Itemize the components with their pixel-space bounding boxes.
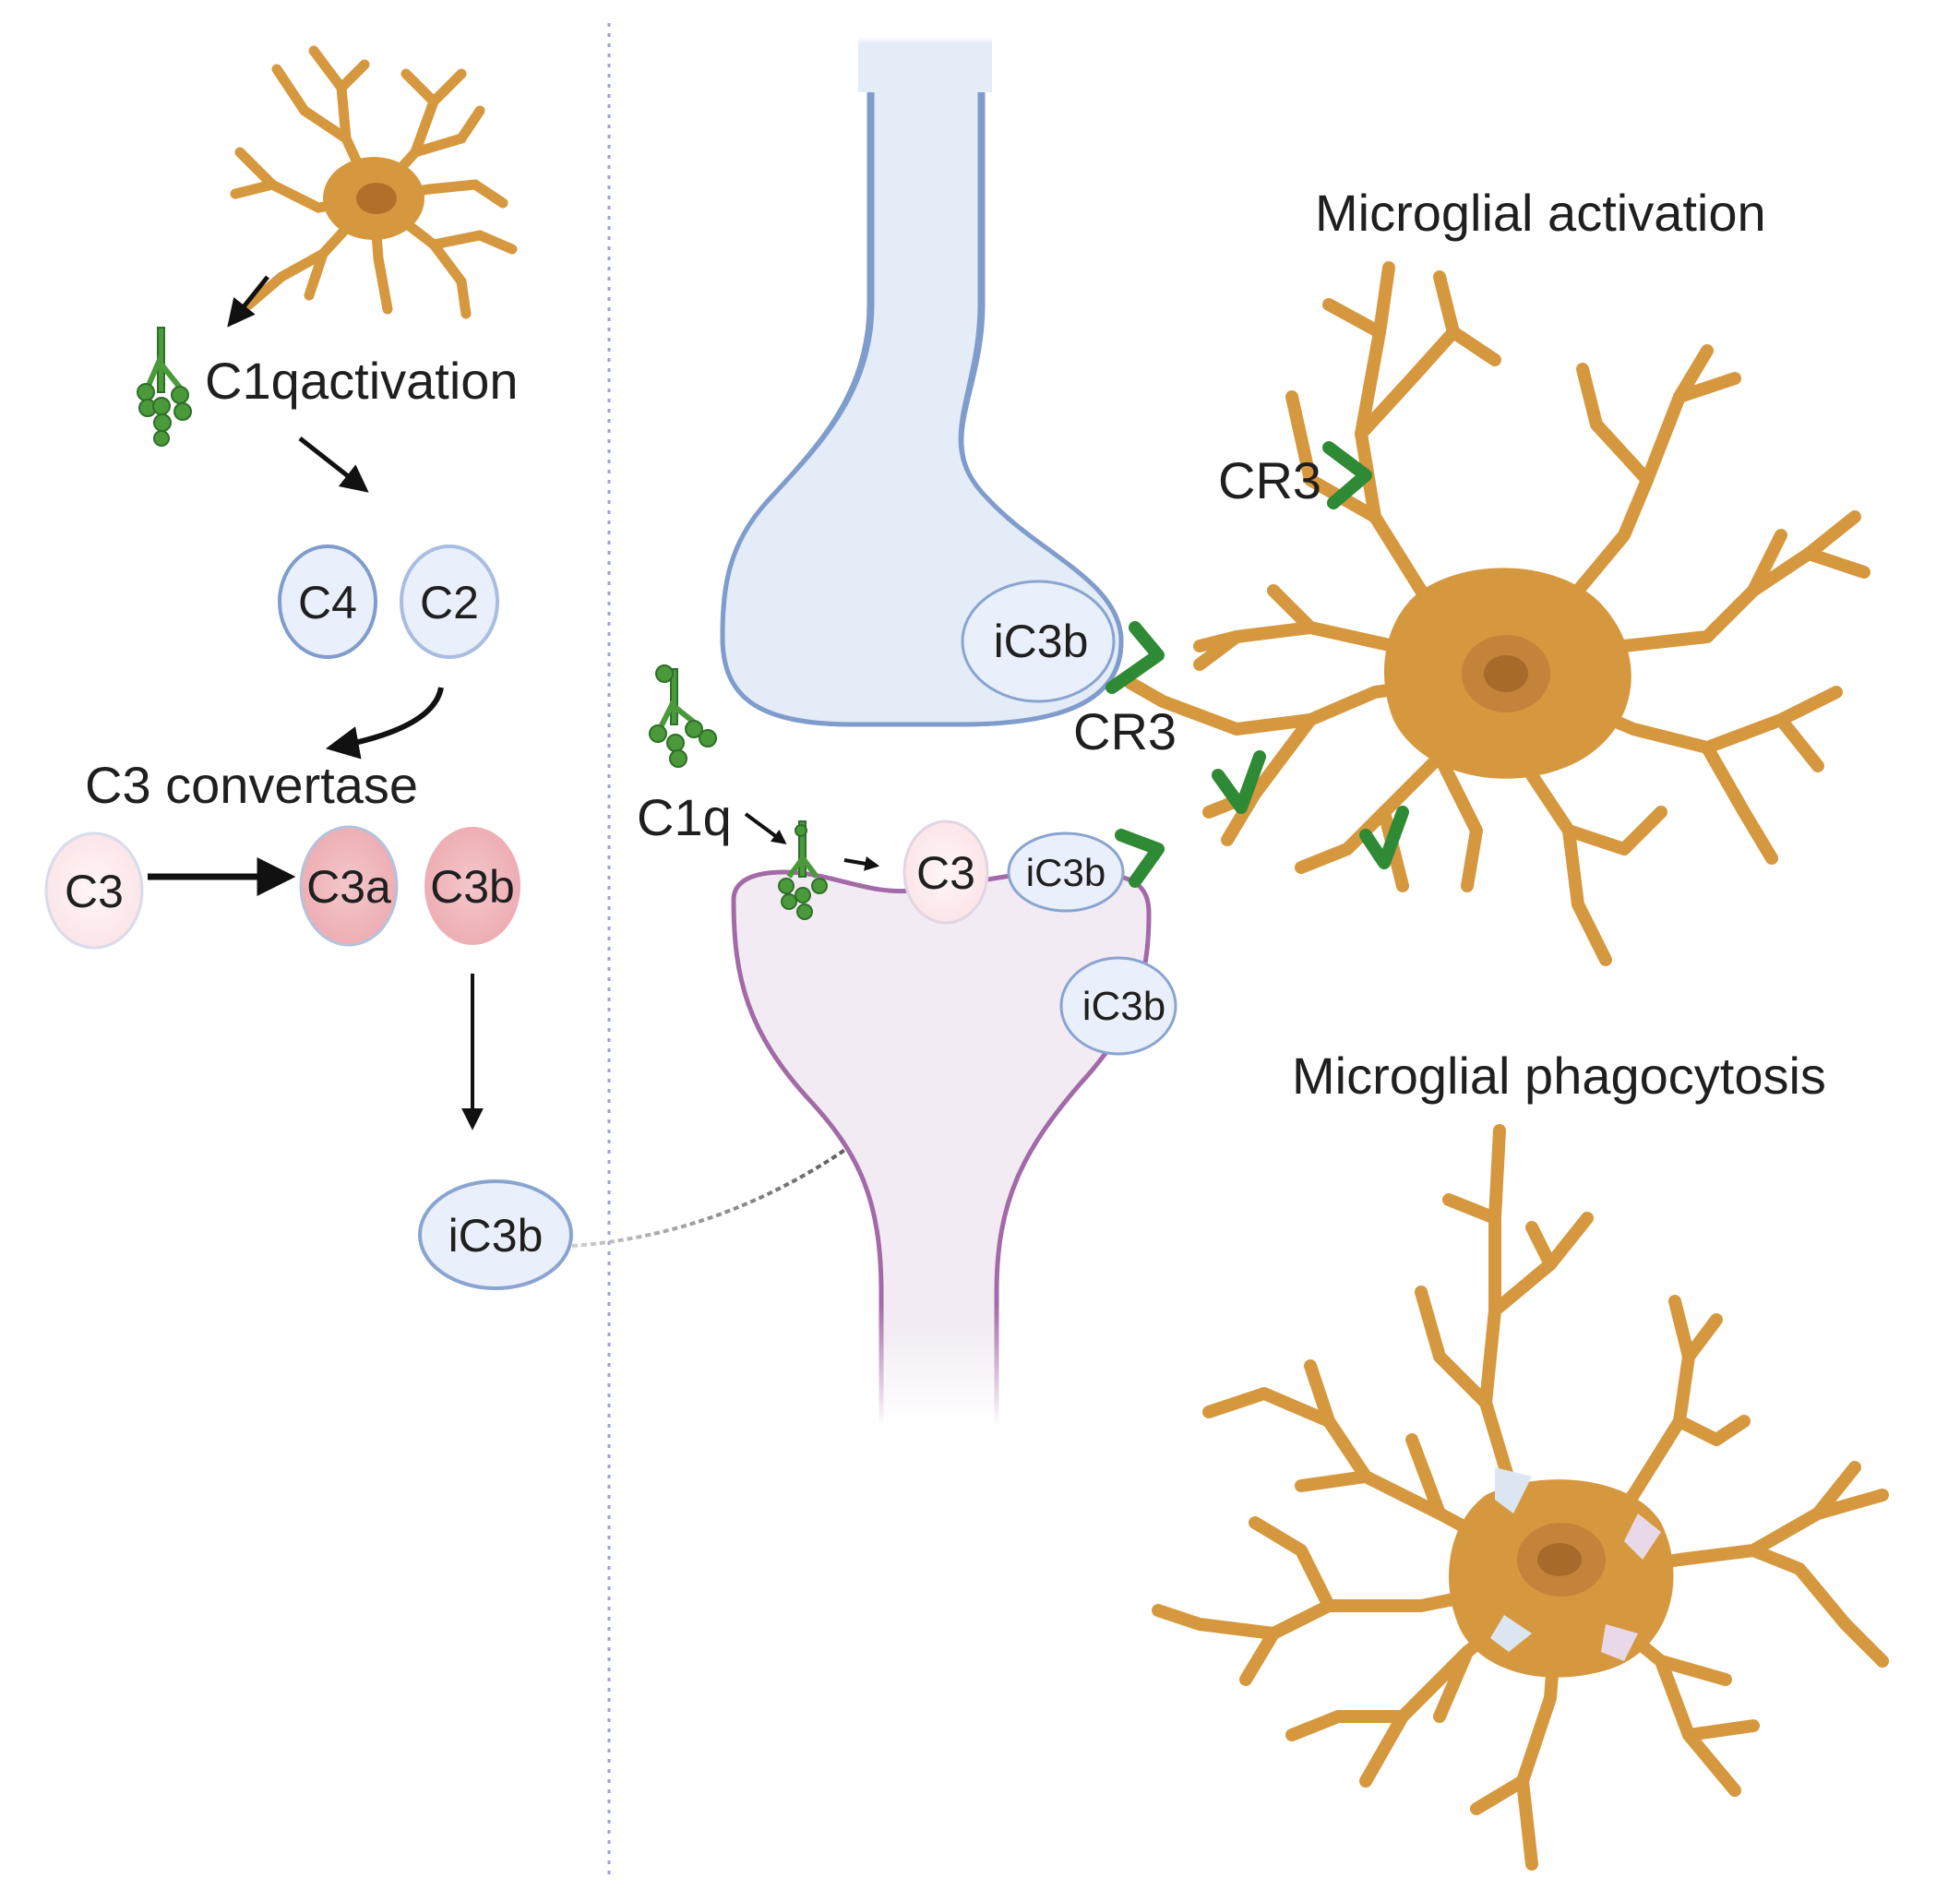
cr3-top-label: CR3 [1218,451,1321,509]
c1q-synapse-label: C1q [637,788,732,846]
arrow-microglia-to-c1q [227,275,269,328]
activation-label: activation [300,352,519,410]
arrow-c1q-to-membrane [744,812,787,844]
svg-text:C3: C3 [916,847,975,899]
c1q-cleft-icon [649,664,717,768]
c1q-label: C1q [205,352,300,410]
microglial-phagocytosis-title: Microglial phagocytosis [1292,1047,1826,1105]
svg-text:C3a: C3a [306,861,391,913]
cr3-receptor-icons [1105,441,1409,888]
c3b-node: C3b [424,827,520,945]
svg-text:C3b: C3b [430,861,515,913]
ic3b-post-node: iC3b [1007,831,1125,913]
c2-node: C2 [400,544,499,659]
ic3b-lower-node: iC3b [1059,956,1177,1056]
arrow-c1q-to-c3 [843,855,880,871]
small-microglia-icon [230,45,518,319]
cr3-pre-label: CR3 [1073,702,1177,760]
c1q-molecule-icon [137,327,192,447]
svg-text:C3: C3 [65,866,124,917]
phagocytic-microglia-icon [1152,1124,1889,1871]
activated-microglia-icon [1124,261,1870,966]
svg-text:iC3b: iC3b [1026,851,1105,894]
c3-convertase-label: C3 convertase [85,756,418,814]
c3a-node: C3a [299,825,399,947]
c3-node: C3 [44,831,144,950]
svg-text:C4: C4 [298,577,357,628]
postsynaptic-spine [734,871,1149,1426]
microglial-activation-title: Microglial activation [1315,184,1766,242]
svg-text:iC3b: iC3b [1082,984,1166,1029]
c3-synapse-node: C3 [902,819,989,925]
svg-text:C2: C2 [420,577,479,628]
ic3b-pre-node: iC3b [961,580,1116,703]
svg-text:iC3b: iC3b [448,1210,544,1262]
svg-text:iC3b: iC3b [994,616,1089,667]
ic3b-node-left: iC3b [418,1179,573,1290]
c1q-bound-icon [778,820,828,920]
c4-node: C4 [278,544,377,659]
arrow-to-c3-convertase [325,687,444,760]
arrow-to-c4-c2 [298,437,369,493]
